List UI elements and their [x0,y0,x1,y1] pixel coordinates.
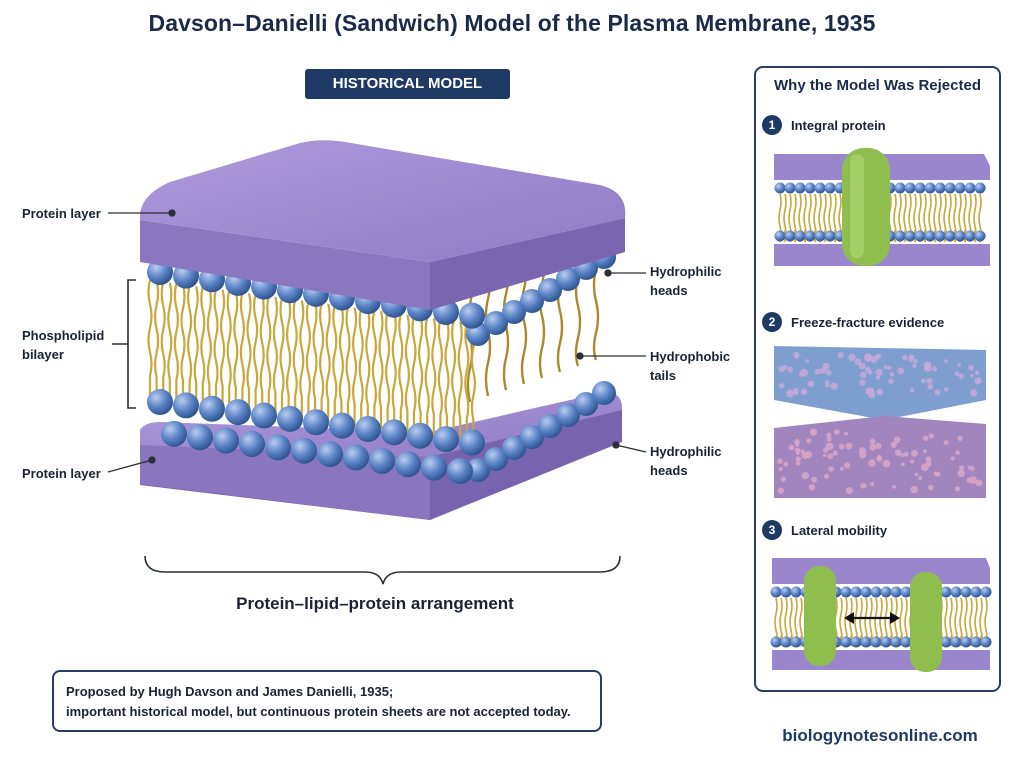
label-protein-layer-bottom: Protein layer [22,466,101,481]
phospholipid-bilayer [147,236,616,484]
sandwich-model-diagram [107,140,647,585]
label-protein-layer-top: Protein layer [22,206,101,221]
historical-note: Proposed by Hugh Davson and James Daniel… [52,670,602,732]
note-line-1: Proposed by Hugh Davson and James Daniel… [66,684,394,699]
label-phospholipid-bilayer: Phospholipid bilayer [22,328,105,362]
top-protein-layer [139,140,626,310]
bracket-icon [112,279,136,409]
label-hydrophobic-tails: Hydrophobic tails [650,349,731,383]
step-number-1: 1 [762,115,782,135]
step-label-2: Freeze-fracture evidence [791,314,945,330]
historical-model-badge: HISTORICAL MODEL [305,69,510,99]
rejection-panel: Why the Model Was Rejected 1 Integral pr… [754,66,1001,692]
lateral-mobility-illustration [770,558,992,672]
step-label-1: Integral protein [791,117,886,133]
label-hydrophilic-heads-bottom: Hydrophilic heads [650,444,722,478]
double-arrow-icon [844,612,900,624]
freeze-fracture-illustration [774,346,986,498]
step-lateral-mobility: 3 Lateral mobility [762,519,887,541]
arrangement-caption: Protein–lipid–protein arrangement [236,594,514,613]
panel-title: Why the Model Was Rejected [774,77,981,94]
step-number-2: 2 [762,312,782,332]
step-freeze-fracture: 2 Freeze-fracture evidence [762,311,944,333]
note-line-2: important historical model, but continuo… [66,704,571,719]
page-title: Davson–Danielli (Sandwich) Model of the … [148,10,876,36]
brace-icon [144,555,621,585]
step-label-3: Lateral mobility [791,522,888,538]
integral-protein-illustration [774,148,990,266]
step-number-3: 3 [762,520,782,540]
label-hydrophilic-heads-top: Hydrophilic heads [650,264,722,298]
step-integral-protein: 1 Integral protein [762,114,886,136]
website-credit: biologynotesonline.com [782,726,978,745]
